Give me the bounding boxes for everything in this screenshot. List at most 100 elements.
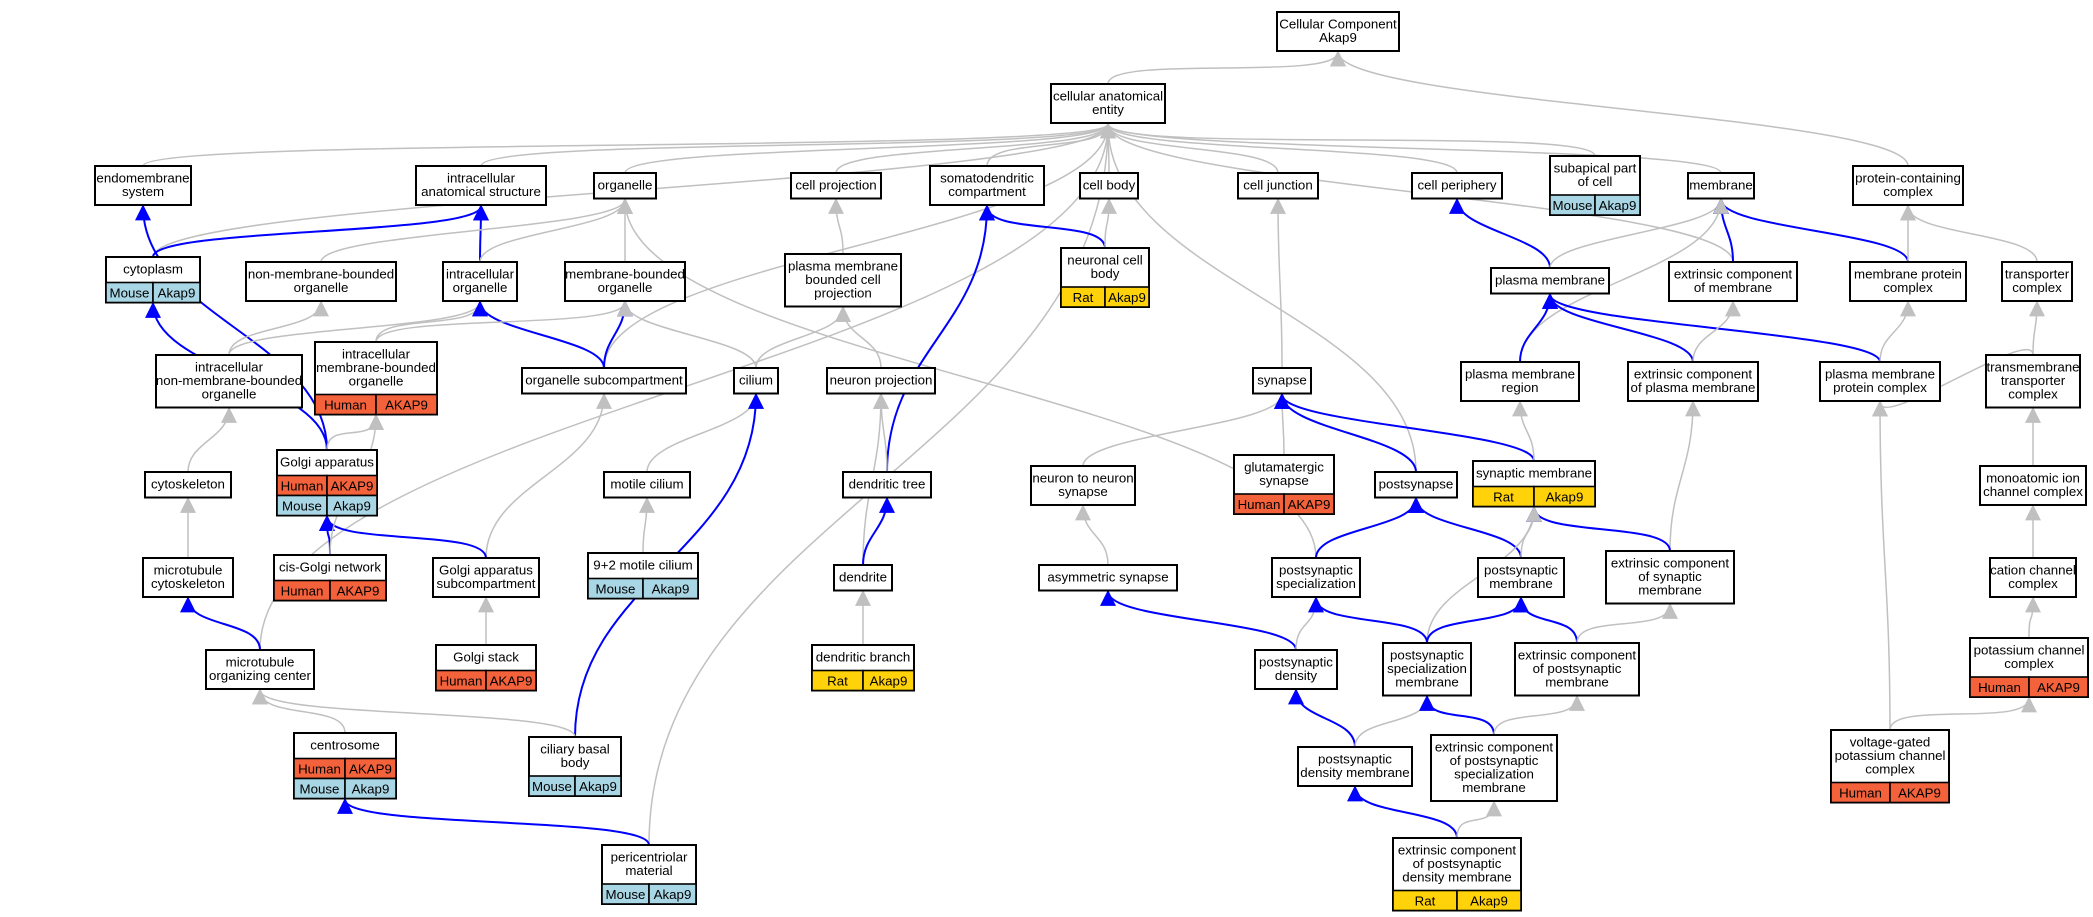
node-label-line: 9+2 motile cilium — [593, 558, 692, 573]
edge-ncb-to-somato — [979, 204, 1106, 249]
node-label-line: density — [1275, 668, 1317, 683]
edge-golgisub-to-golgi — [319, 514, 487, 559]
node-box — [1430, 734, 1558, 802]
node-celljunc[interactable]: cell junction — [1237, 172, 1319, 200]
node-cellbody[interactable]: cell body — [1079, 172, 1139, 200]
node-cytoskel[interactable]: cytoskeleton — [144, 471, 232, 499]
node-inmbo[interactable]: intracellularnon-membrane-boundedorganel… — [155, 354, 303, 409]
node-label-line: cis-Golgi network — [279, 560, 381, 575]
node-label-line: density membrane — [1300, 765, 1409, 780]
node-cellperiph[interactable]: cell periphery — [1411, 172, 1503, 200]
node-label-line: voltage-gated — [1850, 735, 1931, 750]
node-postsyn[interactable]: postsynapse — [1374, 471, 1458, 499]
edge-ecpdm-to-pdm — [1347, 785, 1458, 839]
node-label-line: specialization — [1276, 576, 1356, 591]
node-pm[interactable]: plasma membrane — [1490, 267, 1610, 295]
gene-label: Akap9 — [1470, 894, 1508, 909]
node-label-line: motile cilium — [610, 477, 683, 492]
node-box — [1237, 172, 1319, 200]
node-membrane[interactable]: membrane — [1687, 172, 1755, 200]
node-organelle[interactable]: organelle — [593, 172, 657, 200]
node-dendrite[interactable]: dendrite — [833, 564, 893, 592]
node-label-line: ciliary basal — [540, 742, 610, 757]
gene-cell — [642, 577, 699, 600]
node-orgsub[interactable]: organelle subcompartment — [521, 367, 687, 395]
node-cilium[interactable]: cilium — [733, 367, 779, 395]
node-label-line: plasma membrane — [1465, 367, 1575, 382]
node-cellproj[interactable]: cell projection — [790, 172, 882, 200]
node-label-line: of postsynaptic — [1533, 661, 1622, 676]
species-label: Mouse — [282, 499, 322, 514]
node-motile[interactable]: motile cilium — [603, 471, 691, 499]
node-label-line: entity — [1092, 102, 1124, 117]
node-label-line: neuron to neuron — [1032, 471, 1133, 486]
node-synapse[interactable]: synapse — [1252, 367, 1312, 395]
node-label-line: density membrane — [1402, 870, 1511, 885]
edge-pmpc-to-pm — [1542, 292, 1881, 363]
species-label: Human — [281, 479, 324, 494]
gene-label: Akap9 — [652, 582, 690, 597]
node-box — [833, 564, 893, 592]
gene-cell — [326, 494, 378, 517]
edge-ias-to-cae — [480, 122, 1116, 167]
node-box — [1490, 267, 1610, 295]
edge-cae-to-root — [1107, 50, 1346, 85]
node-label-line: cell body — [1083, 178, 1136, 193]
node-asym[interactable]: asymmetric synapse — [1038, 564, 1178, 592]
node-neuronproj[interactable]: neuron projection — [826, 367, 936, 395]
node-imbo[interactable]: intracellularmembrane-boundedorganelleHu… — [314, 341, 438, 416]
edge-pdm-to-pdens — [1288, 688, 1356, 748]
node-dendtree[interactable]: dendritic tree — [842, 471, 932, 499]
node-label-line: postsynaptic — [1484, 563, 1558, 578]
gene-cell — [375, 393, 438, 416]
node-label-line: Golgi apparatus — [280, 455, 374, 470]
